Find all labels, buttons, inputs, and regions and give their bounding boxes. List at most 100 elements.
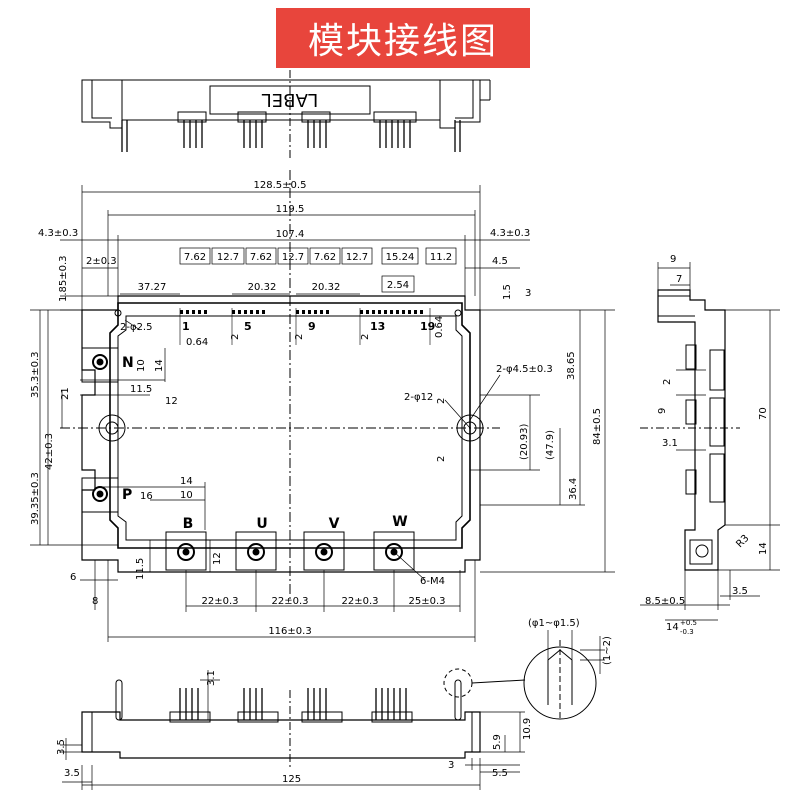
dim-12a: 12 [165, 396, 178, 407]
dim-6: 6 [70, 572, 76, 583]
dim-353: 35.3±0.3 [30, 351, 41, 398]
terminal-B: B [183, 516, 194, 532]
side-d31: 3.1 [662, 438, 678, 449]
dim-15: 1.5 [502, 284, 513, 300]
dim-10a: 10 [136, 359, 147, 372]
dim-14a: 14 [154, 359, 165, 372]
pitch-4: 12.7 [282, 252, 304, 263]
side-view-text: 9 7 2 9 3.1 70 14 8.5±0.5 3.5 14 +0.5 -0… [645, 254, 769, 636]
title-text: 模块接线图 [307, 21, 498, 62]
dim-left-margin: 4.3±0.3 [38, 228, 78, 239]
pitch-1: 7.62 [184, 252, 206, 263]
front-d59: 5.9 [492, 734, 503, 750]
dim-2-right-a: 2 [436, 398, 447, 404]
dim-left-185: 1.85±0.3 [58, 255, 69, 302]
dim-064a: 0.64 [186, 337, 208, 348]
dim-84: 84±0.5 [592, 408, 603, 445]
dim-right-margin: 4.3±0.3 [490, 228, 530, 239]
plan-dimension-text: 128.5±0.5 119.5 107.4 4.3±0.3 4.3±0.3 2±… [30, 180, 603, 637]
side-d9: 9 [670, 254, 676, 265]
dim-width3: 107.4 [276, 229, 305, 240]
side-d9b: 9 [657, 408, 668, 414]
side-r3: R3 [734, 533, 751, 550]
terminal-N: N [122, 355, 134, 371]
pin-number-5: 5 [244, 320, 252, 333]
dim-3935: 39.35±0.3 [30, 472, 41, 525]
pitch-8: 11.2 [430, 252, 452, 263]
hole-45: 2-φ4.5±0.3 [496, 364, 553, 375]
dim-2b: 2 [294, 334, 305, 340]
dim-22a: 22±0.3 [201, 596, 238, 607]
dim-25: 25±0.3 [408, 596, 445, 607]
side-tol-minus: -0.3 [680, 628, 694, 636]
front-d125: 125 [282, 774, 301, 785]
terminal-W: W [392, 514, 407, 530]
dim-2c: 2 [360, 334, 371, 340]
dim-3: 3 [525, 288, 531, 299]
dim-364: 36.4 [568, 478, 579, 500]
hole-small: 2-φ2.5 [120, 322, 152, 333]
dim-115b: 11.5 [135, 558, 146, 580]
side-d2: 2 [662, 379, 673, 385]
side-d14: 14 [758, 542, 769, 555]
pin-number-9: 9 [308, 320, 316, 333]
side-d35: 3.5 [732, 586, 748, 597]
pitch-7: 15.24 [386, 252, 415, 263]
terminal-U: U [256, 516, 267, 532]
dim-2032b: 20.32 [312, 282, 341, 293]
dim-254: 2.54 [387, 280, 409, 291]
pitch-2: 12.7 [217, 252, 239, 263]
hole-12: 2-φ12 [404, 392, 433, 403]
front-d35b: 3.5 [64, 768, 80, 779]
dim-3727: 37.27 [138, 282, 167, 293]
dim-22b: 22±0.3 [271, 596, 308, 607]
terminal-P: P [122, 487, 132, 503]
pin-number-1: 1 [182, 320, 190, 333]
dim-2a: 2 [230, 334, 241, 340]
side-d14tol: 14 [666, 622, 679, 633]
right-side-view [640, 262, 780, 621]
front-d3: 3 [448, 760, 454, 771]
front-d109: 10.9 [522, 718, 533, 740]
dim-115a: 11.5 [130, 384, 152, 395]
dim-10b: 10 [180, 490, 193, 501]
dim-479: (47.9) [545, 430, 556, 460]
front-d55: 5.5 [492, 768, 508, 779]
side-d70: 70 [758, 407, 769, 420]
dim-2032a: 20.32 [248, 282, 277, 293]
pitch-3: 7.62 [250, 252, 272, 263]
front-view-text: 3.1 3.5 3.5 125 3 5.5 5.9 10.9 (φ1~φ1.5)… [56, 618, 613, 785]
front-d35a: 3.5 [56, 739, 67, 755]
front-view [60, 630, 605, 790]
pin-number-19: 19 [420, 320, 435, 333]
terminal-V: V [329, 516, 340, 532]
dim-22c: 22±0.3 [341, 596, 378, 607]
side-d7: 7 [676, 274, 682, 285]
dim-right-45: 4.5 [492, 256, 508, 267]
dim-overall: 128.5±0.5 [254, 180, 307, 191]
detail-pin: (φ1~φ1.5) [528, 618, 580, 629]
dim-2-right-b: 2 [436, 456, 447, 462]
dim-064b: 0.64 [434, 316, 445, 338]
dim-2093: (20.93) [519, 423, 530, 460]
side-tol-plus: +0.5 [680, 619, 697, 627]
side-d85: 8.5±0.5 [645, 596, 685, 607]
front-d31: 3.1 [206, 670, 217, 686]
dim-21: 21 [60, 387, 71, 400]
plan-dimension-lines [30, 185, 615, 642]
dim-3865: 38.65 [566, 351, 577, 380]
dim-116: 116±0.3 [268, 626, 311, 637]
thread-m4: 6-M4 [420, 576, 445, 587]
dim-width2: 119.5 [276, 204, 305, 215]
label-text: LABEL [262, 89, 319, 110]
pin-number-13: 13 [370, 320, 385, 333]
dim-12b: 12 [212, 552, 223, 565]
pitch-6: 12.7 [346, 252, 368, 263]
detail-len: (1~2) [602, 636, 613, 665]
title-banner: 模块接线图 [276, 8, 530, 68]
dim-14b: 14 [180, 476, 193, 487]
dim-16: 16 [140, 491, 153, 502]
dim-8: 8 [92, 596, 98, 607]
dim-small-left: 2±0.3 [86, 256, 117, 267]
